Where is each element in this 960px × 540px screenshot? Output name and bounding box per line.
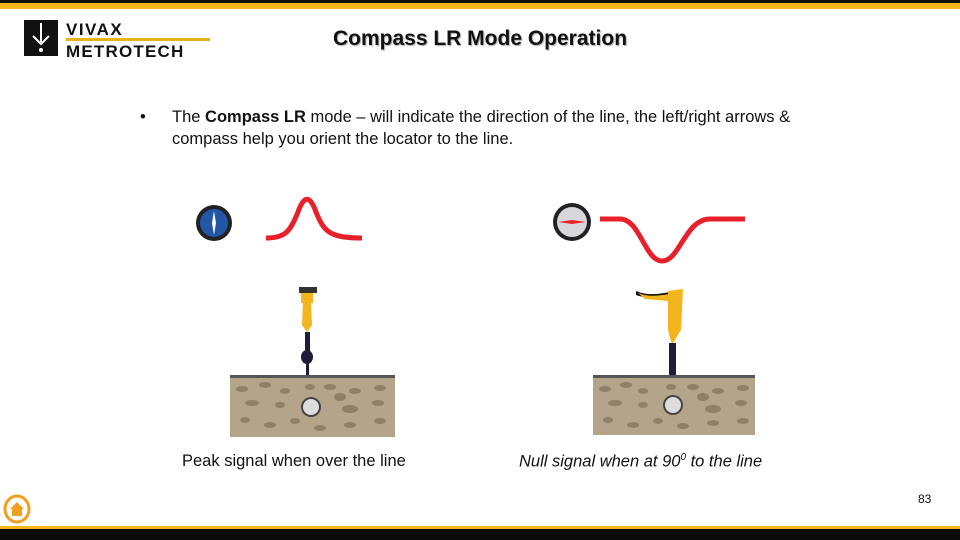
logo-text-metrotech: METROTECH [66,42,185,61]
peak-illustration [196,196,363,376]
null-illustration [553,203,745,375]
bullet-bold: Compass LR [205,108,306,126]
ground-cross-section-right [593,375,755,435]
top-border-yellow [0,3,960,9]
null-caption-degree: 0 [680,452,686,463]
null-caption-post: to the line [686,452,763,471]
peak-caption: Peak signal when over the line [182,452,406,470]
logo-divider [66,38,210,41]
logo-text-vivax: VIVAX [66,20,124,39]
page-number: 83 [918,492,932,506]
home-icon[interactable] [3,494,31,524]
bottom-border-black [0,529,960,540]
bullet-prefix: The [172,108,206,126]
bottom-border-yellow [0,526,960,529]
ground-cross-section-left [230,375,395,437]
bullet-text: • The Compass LR mode – will indicate th… [140,106,840,150]
top-border-black [0,0,960,3]
bullet-rest: mode – will indicate the direction of th… [172,108,791,148]
vivax-logo-icon [24,20,58,56]
page-title: Compass LR Mode Operation [332,27,628,50]
null-caption-pre: Null signal when at 90 [519,452,681,471]
null-caption: Null signal when at 900 to the line [519,452,762,472]
bullet-dot: • [140,108,146,126]
